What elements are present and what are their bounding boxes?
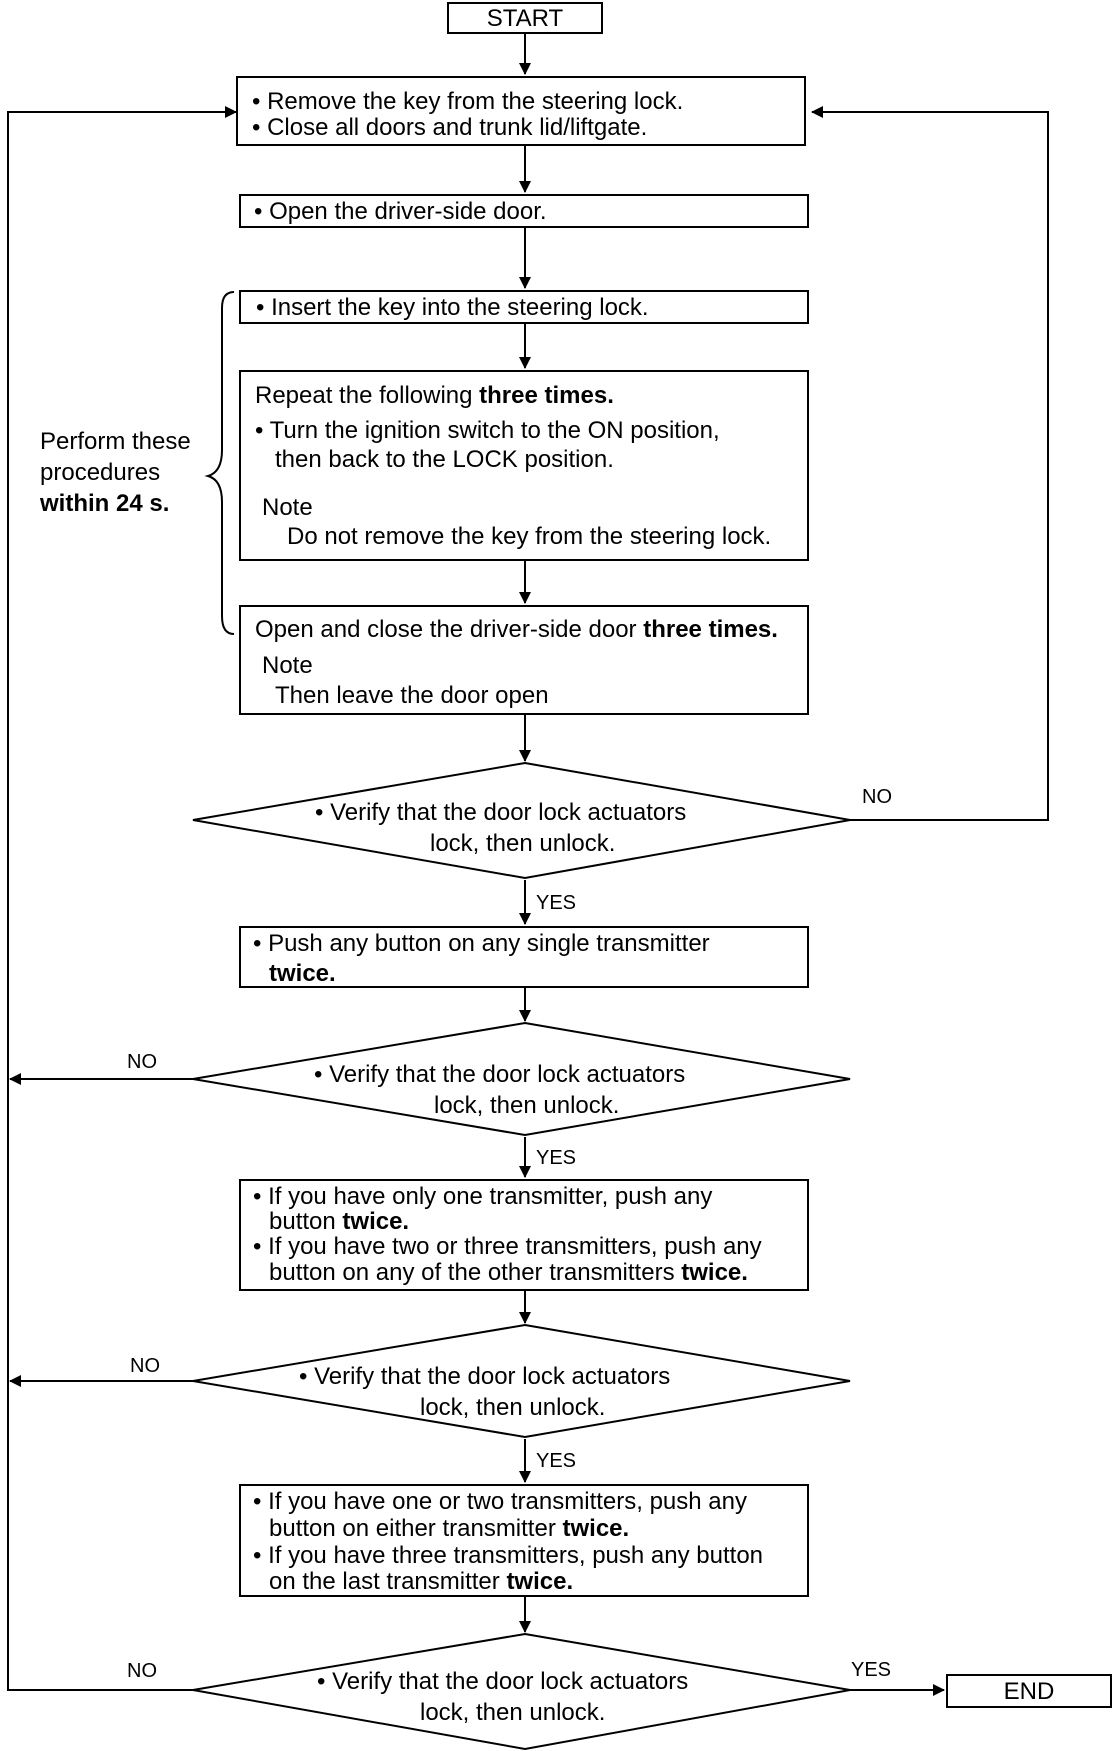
decision-4-line-1: • Verify that the door lock actuators xyxy=(317,1668,689,1695)
decision-3-line-1: • Verify that the door lock actuators xyxy=(299,1363,671,1390)
decision-1-shape xyxy=(192,761,851,880)
step-4-note-label: Note xyxy=(262,494,313,521)
step-5-intro-bold: three times. xyxy=(643,616,778,643)
decision-3-no-label: NO xyxy=(130,1355,160,1377)
step-5-intro-text: Open and close the driver-side door xyxy=(255,616,644,643)
loop-decision1-no xyxy=(811,106,1049,821)
step-1-line-2: • Close all doors and trunk lid/liftgate… xyxy=(252,114,648,141)
decision-4-yes-label: YES xyxy=(851,1659,892,1681)
step-7-line-2: button twice. xyxy=(269,1208,409,1236)
step-8-line-1: • If you have one or two transmitters, p… xyxy=(253,1488,747,1515)
start-terminal: START xyxy=(447,2,603,34)
decision-4-no-label: NO xyxy=(127,1660,157,1682)
step-8-line-4-bold: twice. xyxy=(506,1568,574,1595)
step-4-intro: Repeat the following three times. xyxy=(255,382,614,410)
decision-1-yes-label: YES xyxy=(536,892,577,914)
end-label: END xyxy=(1003,1678,1055,1705)
step-2-box: • Open the driver-side door. xyxy=(239,194,809,228)
step-4-box: Repeat the following three times. • Turn… xyxy=(239,370,809,561)
step-7-line-4: button on any of the other transmitters … xyxy=(269,1259,748,1287)
step-7-line-4-text: button on any of the other transmitters xyxy=(269,1259,682,1286)
step-8-line-2-text: button on either transmitter xyxy=(269,1515,563,1542)
step-5-intro: Open and close the driver-side door thre… xyxy=(255,616,778,644)
step-8-line-4: on the last transmitter twice. xyxy=(269,1568,573,1596)
step-7-line-1: • If you have only one transmitter, push… xyxy=(253,1183,713,1210)
end-terminal: END xyxy=(946,1674,1112,1708)
decision-2-shape xyxy=(192,1021,851,1137)
step-3-box: • Insert the key into the steering lock. xyxy=(239,290,809,324)
brace-within-24s xyxy=(204,291,235,635)
step-2-text: • Open the driver-side door. xyxy=(254,198,547,225)
decision-2-yes-label: YES xyxy=(536,1147,577,1169)
step-4-intro-bold: three times. xyxy=(479,382,614,409)
step-8-box: • If you have one or two transmitters, p… xyxy=(239,1484,809,1597)
step-8-line-3: • If you have three transmitters, push a… xyxy=(253,1542,764,1569)
decision-4-line-2: lock, then unlock. xyxy=(420,1699,606,1726)
step-8-line-4-text: on the last transmitter xyxy=(269,1568,507,1595)
decision-3-shape xyxy=(192,1323,851,1439)
decision-2-line-1: • Verify that the door lock actuators xyxy=(314,1061,686,1088)
bracket-note-line-3: within 24 s. xyxy=(40,490,170,517)
step-5-note-label: Note xyxy=(262,652,313,679)
start-label: START xyxy=(486,5,564,32)
bracket-note-line-1: Perform these xyxy=(40,428,191,455)
step-6-line-1: • Push any button on any single transmit… xyxy=(253,930,710,957)
loop-left-return xyxy=(7,106,237,1691)
step-6-box: • Push any button on any single transmit… xyxy=(239,926,809,988)
step-4-line-3: then back to the LOCK position. xyxy=(275,446,614,473)
step-7-line-3: • If you have two or three transmitters,… xyxy=(253,1233,762,1260)
step-4-intro-text: Repeat the following xyxy=(255,382,480,409)
step-3-text: • Insert the key into the steering lock. xyxy=(256,294,649,321)
decision-1-line-1: • Verify that the door lock actuators xyxy=(315,799,687,826)
decision-2-no-label: NO xyxy=(127,1051,157,1073)
step-1-line-1: • Remove the key from the steering lock. xyxy=(252,88,684,115)
bracket-note-line-2: procedures xyxy=(40,459,161,486)
decision-3-yes-label: YES xyxy=(536,1450,577,1472)
step-5-note-text: Then leave the door open xyxy=(275,682,549,709)
decision-4-shape xyxy=(192,1632,851,1751)
step-7-line-2-text: button xyxy=(269,1208,343,1235)
decision-3-line-2: lock, then unlock. xyxy=(420,1394,606,1421)
step-7-box: • If you have only one transmitter, push… xyxy=(239,1179,809,1291)
step-4-note-text: Do not remove the key from the steering … xyxy=(287,523,772,550)
decision-1-no-label: NO xyxy=(862,786,892,808)
decision-1-line-2: lock, then unlock. xyxy=(430,830,616,857)
step-6-line-2: twice. xyxy=(269,960,336,987)
step-8-line-2-bold: twice. xyxy=(562,1515,630,1542)
step-5-box: Open and close the driver-side door thre… xyxy=(239,605,809,715)
step-7-line-4-bold: twice. xyxy=(681,1259,748,1286)
decision-2-line-2: lock, then unlock. xyxy=(434,1092,620,1119)
step-7-line-2-bold: twice. xyxy=(342,1208,410,1235)
step-8-line-2: button on either transmitter twice. xyxy=(269,1515,629,1543)
step-1-box: • Remove the key from the steering lock.… xyxy=(236,76,806,146)
step-4-line-2: • Turn the ignition switch to the ON pos… xyxy=(255,417,720,444)
